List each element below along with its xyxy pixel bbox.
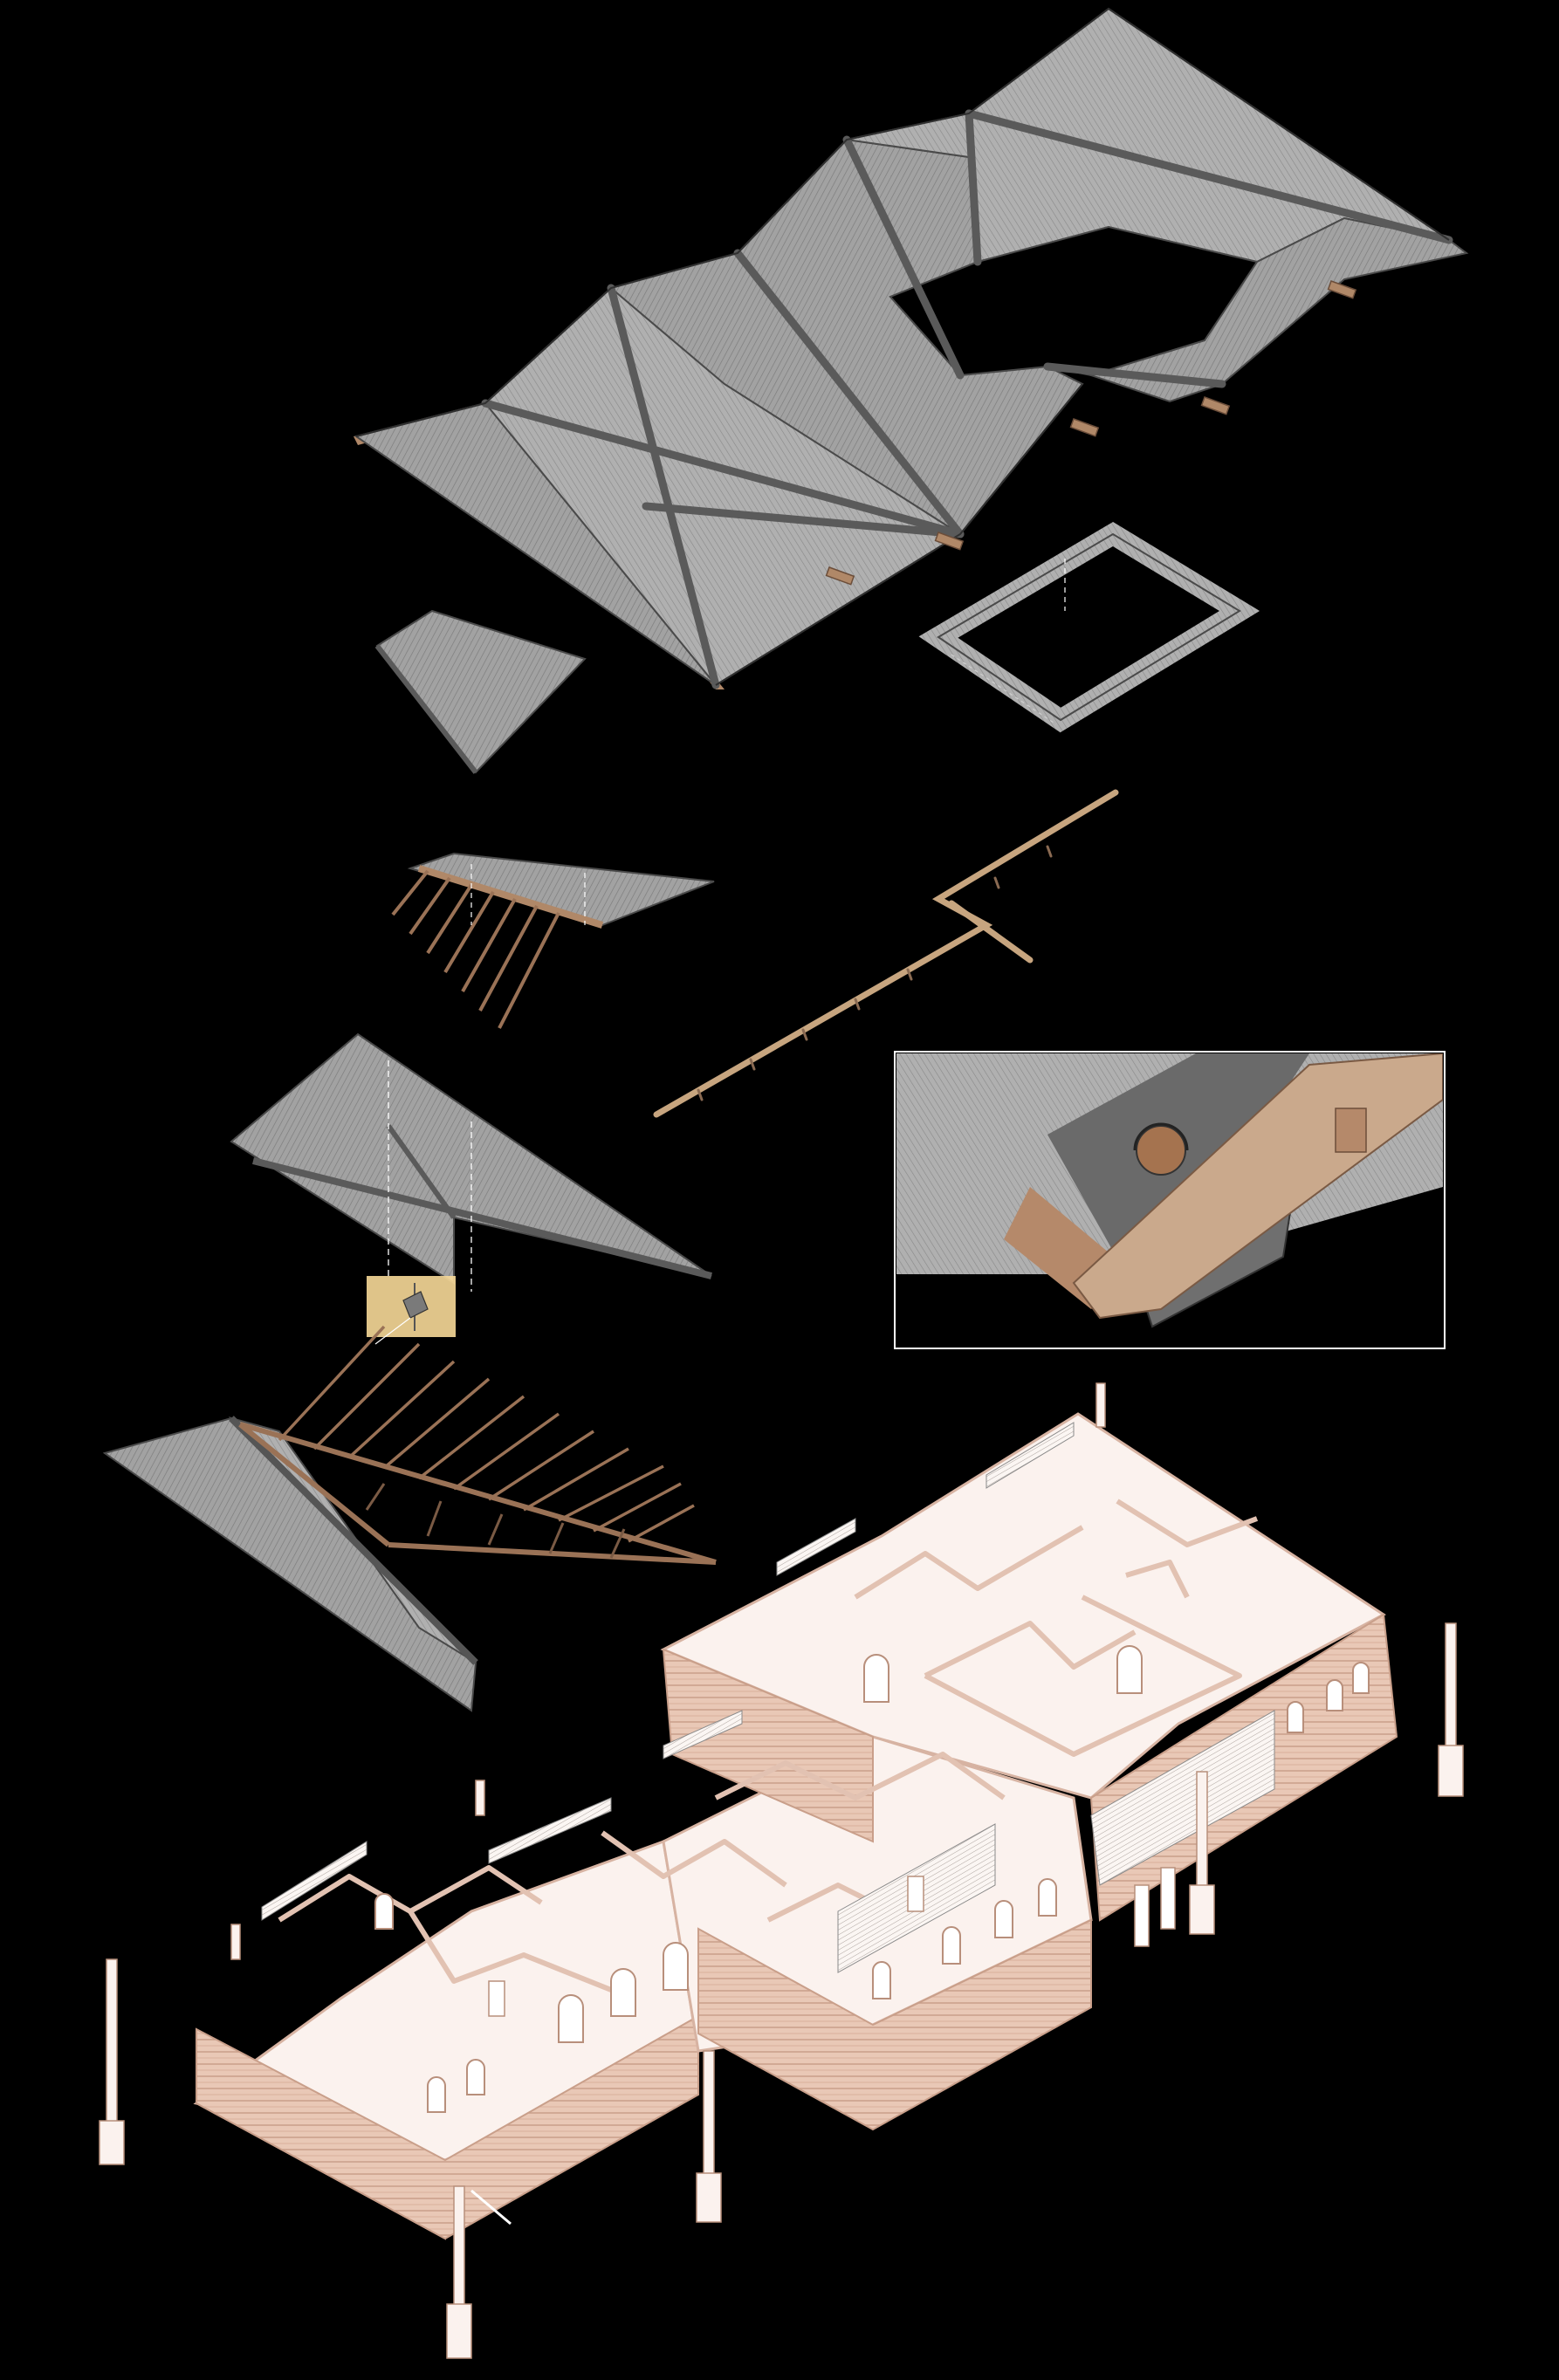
gutter-detail-inset	[894, 1051, 1446, 1349]
main-roof-shell	[354, 7, 1469, 689]
wing-west-facade-front	[196, 2014, 699, 2240]
arched-windows	[374, 1645, 1370, 2113]
courtyard-opening	[889, 225, 1259, 377]
wing-centre-facade	[697, 1918, 1092, 2131]
rafter-roof-assembly	[102, 1325, 717, 1712]
doorways	[488, 1867, 1176, 2017]
post	[446, 2185, 512, 2359]
support-posts	[99, 1382, 1464, 2359]
post	[99, 1958, 125, 2165]
post	[696, 2050, 722, 2223]
beam-ends	[825, 280, 1357, 586]
wing-east-top	[660, 1412, 1386, 1800]
wing-east-facade-west	[662, 1648, 874, 1843]
valley-gutters	[481, 109, 1453, 689]
post	[1438, 1622, 1464, 1797]
small-roof-panel	[374, 609, 587, 774]
post	[1189, 1771, 1215, 1935]
post	[230, 1382, 1106, 1960]
timber-beam-line	[653, 789, 1119, 1118]
highlighted-joint	[367, 1276, 456, 1345]
courtyard-roof-frame	[918, 522, 1260, 733]
ruined-building-walls	[193, 1412, 1398, 2240]
ridge-lines	[355, 7, 1450, 686]
rafter-cluster	[391, 852, 715, 1029]
lower-roof-panel	[230, 1032, 712, 1292]
